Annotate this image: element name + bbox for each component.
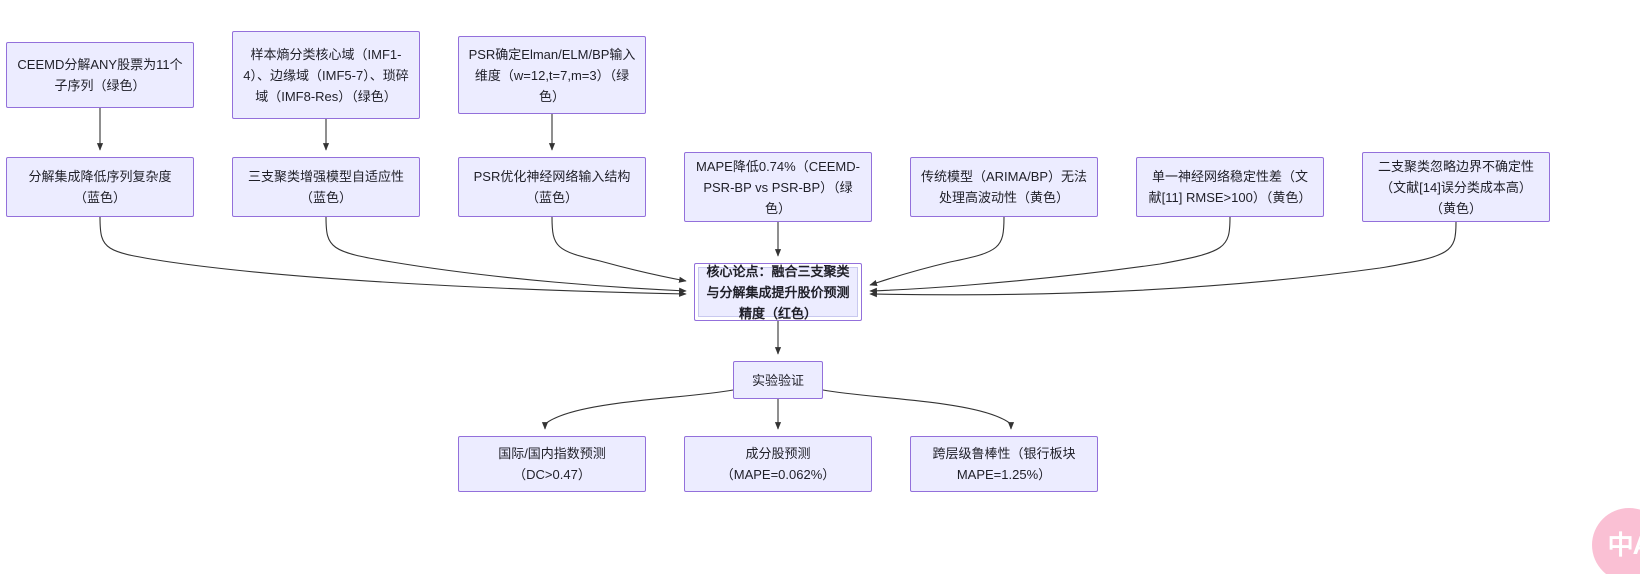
node-n7[interactable]: MAPE降低0.74%（CEEMD-PSR-BP vs PSR-BP）（绿色） (684, 152, 872, 222)
node-n6[interactable]: PSR优化神经网络输入结构（蓝色） (458, 157, 646, 217)
watermark-badge: 中A (1592, 508, 1640, 574)
node-n9[interactable]: 单一神经网络稳定性差（文献[11] RMSE>100）（黄色） (1136, 157, 1324, 217)
node-label: 跨层级鲁棒性（银行板块MAPE=1.25%） (932, 446, 1076, 482)
node-label: 二支聚类忽略边界不确定性（文献[14]误分类成本高）（黄色） (1377, 158, 1534, 216)
node-label: 传统模型（ARIMA/BP）无法处理高波动性（黄色） (920, 169, 1088, 205)
node-n10[interactable]: 二支聚类忽略边界不确定性（文献[14]误分类成本高）（黄色） (1362, 152, 1550, 222)
edge-n5-to-n11 (325, 216, 687, 294)
node-label: CEEMD分解ANY股票为11个子序列（绿色） (17, 57, 183, 93)
edge-n8-to-n11 (869, 216, 1005, 286)
node-n15[interactable]: 跨层级鲁棒性（银行板块MAPE=1.25%） (910, 436, 1098, 492)
node-n3[interactable]: PSR确定Elman/ELM/BP输入维度（w=12,t=7,m=3）（绿色） (458, 36, 646, 114)
node-n14[interactable]: 成分股预测（MAPE=0.062%） (684, 436, 872, 492)
node-n1[interactable]: CEEMD分解ANY股票为11个子序列（绿色） (6, 42, 194, 108)
edge-n4-to-n11 (99, 216, 687, 297)
node-label: 分解集成降低序列复杂度（蓝色） (28, 169, 172, 205)
node-n5[interactable]: 三支聚类增强模型自适应性（蓝色） (232, 157, 420, 217)
node-n2[interactable]: 样本熵分类核心域（IMF1-4）、边缘域（IMF5-7）、琐碎域（IMF8-Re… (232, 31, 420, 119)
edge-n9-to-n11 (869, 216, 1231, 294)
node-n8[interactable]: 传统模型（ARIMA/BP）无法处理高波动性（黄色） (910, 157, 1098, 217)
edge-n12-to-n13 (541, 389, 734, 430)
node-label: 实验验证 (751, 372, 804, 388)
node-label: MAPE降低0.74%（CEEMD-PSR-BP vs PSR-BP）（绿色） (696, 158, 860, 216)
node-n12[interactable]: 实验验证 (733, 361, 823, 399)
node-n11[interactable]: 核心论点：融合三支聚类与分解集成提升股价预测精度（红色） (694, 263, 862, 321)
node-n4[interactable]: 分解集成降低序列复杂度（蓝色） (6, 157, 194, 217)
edge-n6-to-n11 (551, 216, 687, 283)
node-n13[interactable]: 国际/国内指数预测（DC>0.47） (458, 436, 646, 492)
node-label: 三支聚类增强模型自适应性（蓝色） (247, 169, 404, 205)
node-label: 核心论点：融合三支聚类与分解集成提升股价预测精度（红色） (706, 263, 850, 321)
node-label: 样本熵分类核心域（IMF1-4）、边缘域（IMF5-7）、琐碎域（IMF8-Re… (243, 46, 409, 104)
watermark-label: 中A (1607, 530, 1640, 560)
node-label: PSR确定Elman/ELM/BP输入维度（w=12,t=7,m=3）（绿色） (468, 46, 636, 104)
node-label: 单一神经网络稳定性差（文献[11] RMSE>100）（黄色） (1148, 169, 1312, 205)
node-label: 成分股预测（MAPE=0.062%） (720, 446, 836, 482)
edge-n10-to-n11 (869, 221, 1457, 298)
node-label: 国际/国内指数预测（DC>0.47） (498, 446, 606, 482)
node-label: PSR优化神经网络输入结构（蓝色） (473, 169, 631, 205)
edge-n12-to-n15 (822, 389, 1015, 430)
